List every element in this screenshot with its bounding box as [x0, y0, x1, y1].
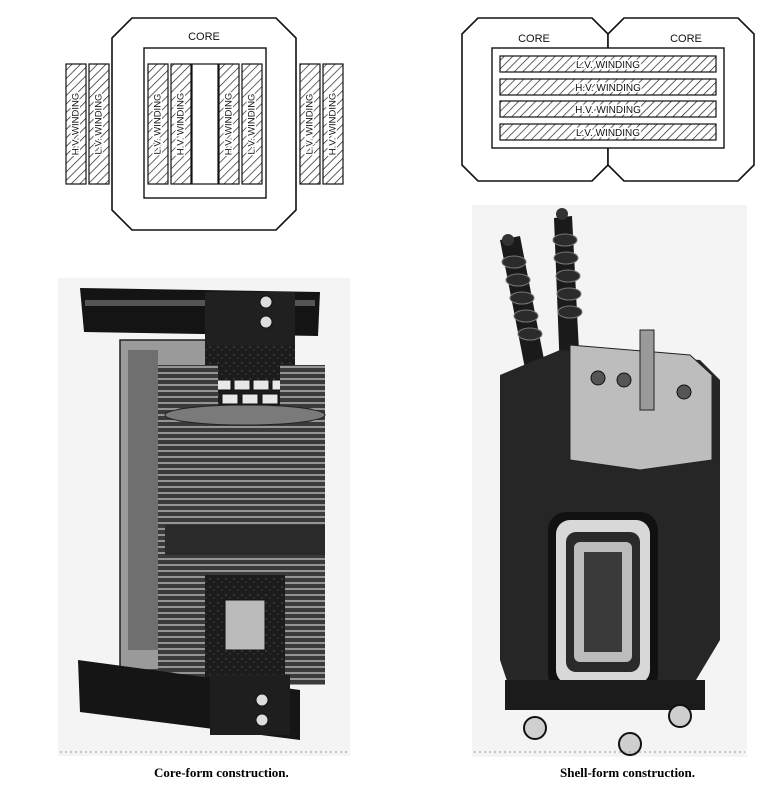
core-center-leg — [191, 63, 219, 185]
winding-label: H.V. WINDING — [575, 105, 641, 116]
winding-label: H.V. WINDING — [328, 93, 339, 155]
core-form-windings — [65, 63, 344, 185]
winding-label: H.V. WINDING — [176, 93, 187, 155]
shell-form-photo — [472, 205, 747, 757]
winding-label: L.V. WINDING — [305, 94, 316, 155]
winding-bar — [218, 63, 240, 185]
core-form-photo — [58, 278, 350, 756]
winding-label: L.V. WINDING — [576, 60, 640, 71]
winding-bar — [147, 63, 169, 185]
winding-bar — [65, 63, 87, 185]
bushing — [500, 234, 548, 384]
shell-form-windings — [499, 55, 717, 141]
core-form-winding-labels: H.V. WINDING L.V. WINDING L.V. WINDING H… — [69, 91, 340, 156]
core-label-right: CORE — [670, 33, 702, 45]
winding-bar — [499, 100, 717, 118]
winding-label: H.V. WINDING — [71, 93, 82, 155]
bushing — [552, 208, 583, 372]
winding-bar — [88, 63, 110, 185]
winding-bar — [322, 63, 344, 185]
winding-bar — [499, 123, 717, 141]
winding-label: H.V. WINDING — [224, 93, 235, 155]
winding-label: L.V. WINDING — [153, 94, 164, 155]
winding-bar — [499, 55, 717, 73]
core-label: CORE — [188, 31, 220, 43]
winding-bar — [170, 63, 192, 185]
shell-form-caption: Shell-form construction. — [560, 765, 696, 780]
core-label-left: CORE — [518, 33, 550, 45]
core-form-diagram: CORE H.V. WINDING L.V. WINDING L.V. WIND… — [65, 17, 344, 231]
winding-label: L.V. WINDING — [576, 128, 640, 139]
winding-bar — [299, 63, 321, 185]
winding-label: L.V. WINDING — [94, 94, 105, 155]
winding-bar — [241, 63, 263, 185]
winding-bar — [499, 78, 717, 96]
winding-label: H.V. WINDING — [575, 83, 641, 94]
core-form-caption: Core-form construction. — [154, 765, 289, 780]
winding-label: L.V. WINDING — [247, 94, 258, 155]
shell-form-diagram: CORE CORE L.V. WINDING H.V. WINDING H.V.… — [461, 17, 755, 182]
shell-form-winding-labels: L.V. WINDING H.V. WINDING H.V. WINDING L… — [574, 59, 643, 141]
